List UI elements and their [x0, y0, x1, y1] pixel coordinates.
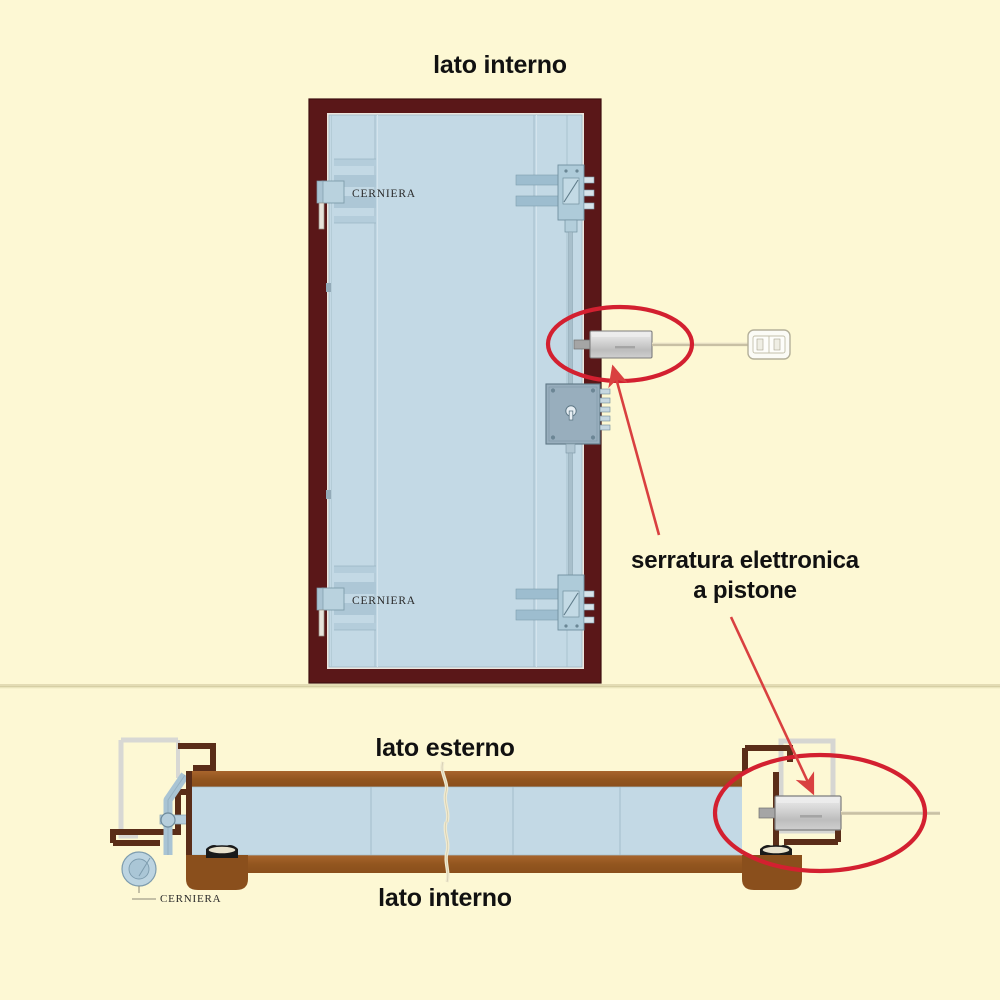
- lock-body-main: [545, 383, 611, 576]
- latch-bottom: [515, 574, 595, 631]
- view-divider: [0, 684, 1000, 689]
- callout-label: serratura elettronica a pistone: [595, 546, 895, 606]
- callout-arrow-upper: [608, 364, 661, 536]
- label-lato-interno-top: lato interno: [433, 51, 567, 79]
- callout-line-1: serratura elettronica: [631, 547, 859, 574]
- callout-line-2: a pistone: [693, 577, 797, 604]
- door-horizontal-section: [110, 737, 940, 900]
- hinge-rail-lower: [334, 565, 376, 631]
- label-cerniera-upper: CERNIERA: [352, 188, 416, 200]
- frame-pin-upper: [326, 283, 331, 292]
- label-lato-esterno: lato esterno: [375, 734, 515, 762]
- hinge-lower: [316, 587, 345, 637]
- label-lato-interno-bottom: lato interno: [378, 884, 512, 912]
- section-core: [190, 787, 742, 855]
- wall-switch-plate[interactable]: [747, 329, 791, 360]
- frame-pin-lower: [326, 490, 331, 499]
- section-skin-interior: [190, 855, 742, 873]
- switch-button-left[interactable]: [756, 338, 764, 351]
- hinge-rail-upper: [334, 158, 376, 224]
- hinge-upper: [316, 180, 345, 230]
- switch-button-right[interactable]: [773, 338, 781, 351]
- callout-arrow-lower: [729, 616, 815, 796]
- highlight-ellipse-section: [712, 752, 928, 874]
- label-cerniera-lower: CERNIERA: [352, 595, 416, 607]
- section-skin-exterior: [190, 771, 742, 787]
- section-lock-jamb: [742, 738, 841, 890]
- door-front-elevation: [308, 98, 791, 684]
- latch-top: [515, 164, 595, 385]
- section-door-slab: [186, 771, 742, 890]
- electronic-piston-lock-front: [573, 330, 749, 359]
- label-cerniera-section: CERNIERA: [160, 893, 222, 905]
